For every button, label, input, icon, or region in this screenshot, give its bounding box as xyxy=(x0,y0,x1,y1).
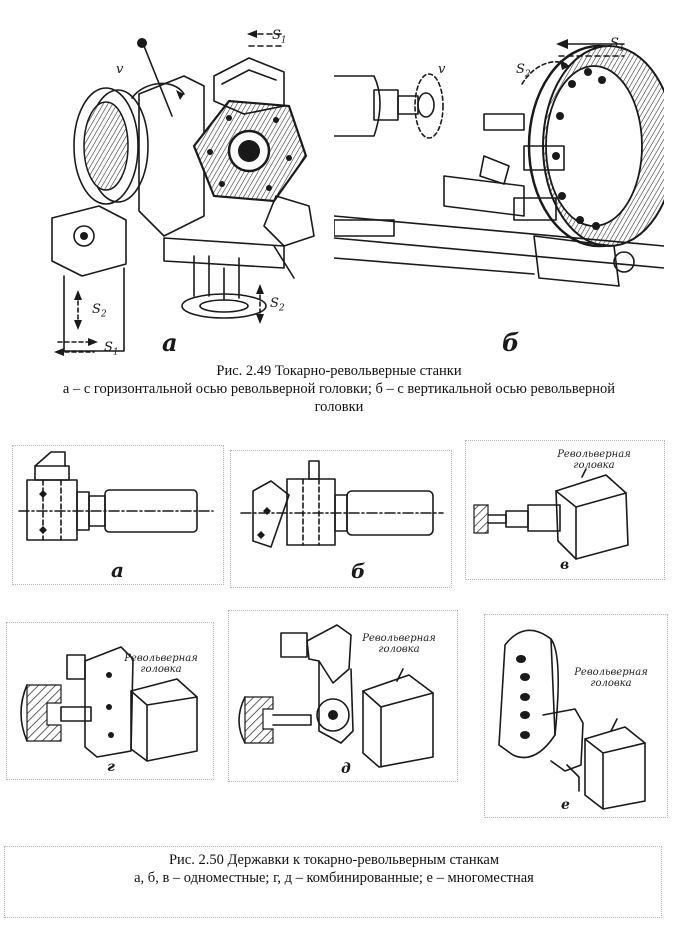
holder-panel-g: Револьверная головка г xyxy=(6,622,214,780)
figure-249-caption: Рис. 2.49 Токарно-револьверные станки а … xyxy=(10,362,668,416)
combined-holder-d-drawing xyxy=(238,624,434,768)
label-s1-right: S1 xyxy=(610,36,625,54)
s1-subscript-right: 1 xyxy=(618,43,625,54)
revolver-head-label-d-line1: Револьверная xyxy=(362,633,436,644)
figure-250-caption-line2: а, б, в – одноместные; г, д – комбиниров… xyxy=(134,870,534,886)
s1-symbol-bottom: S xyxy=(104,340,113,355)
s2-subscript: 2 xyxy=(278,303,285,314)
holder-letter-a: а xyxy=(111,558,124,582)
s1-subscript: 1 xyxy=(280,35,287,46)
s2-subscript-turret: 2 xyxy=(524,69,531,80)
holder-panel-d: Револьверная головка д xyxy=(228,610,458,782)
revolver-head-label-g-line2: головка xyxy=(140,664,182,675)
multi-holder-e-drawing xyxy=(498,629,646,810)
figure-249-caption-line2: а – с горизонтальной осью револьверной г… xyxy=(62,381,616,397)
revolver-head-label-e-line2: головка xyxy=(590,678,632,689)
holder-panel-b: б xyxy=(230,450,452,588)
revolver-head-label-v-line2: головка xyxy=(573,460,615,471)
revolver-head-label-g: Револьверная головка xyxy=(111,653,211,675)
combined-holder-g-drawing xyxy=(20,646,198,762)
holder-panel-v: Револьверная головка в xyxy=(465,440,665,580)
s1-symbol: S xyxy=(272,28,281,43)
label-s2-left: S2 xyxy=(92,302,107,320)
single-holder-a-drawing xyxy=(18,451,214,541)
single-holder-v-drawing xyxy=(473,468,629,560)
figure-2-49: v S1 S2 S2 S1 а xyxy=(44,6,664,358)
holder-letter-b: б xyxy=(351,559,366,583)
holder-letter-v: в xyxy=(560,557,570,573)
label-v-left: v xyxy=(116,62,124,77)
revolver-head-label-v: Револьверная головка xyxy=(544,449,644,471)
figure-249-letter-a: а xyxy=(162,328,178,357)
holder-letter-d: д xyxy=(341,761,351,777)
label-s2-turret: S2 xyxy=(516,62,531,80)
figure-250-caption: Рис. 2.50 Державки к токарно-револьверны… xyxy=(5,851,663,887)
revolver-head-label-e-line1: Револьверная xyxy=(574,667,648,678)
single-holder-b-drawing xyxy=(240,460,444,548)
revolver-head-label-d: Револьверная головка xyxy=(349,633,449,655)
s2-symbol-turret: S xyxy=(516,62,525,77)
revolver-head-label-e: Револьверная головка xyxy=(559,667,663,689)
figure-249-letter-b: б xyxy=(502,328,520,357)
revolver-head-label-v-line1: Револьверная xyxy=(557,449,631,460)
label-v-right: v xyxy=(438,62,446,77)
s1-symbol-right: S xyxy=(610,36,619,51)
figure-249-caption-title: Рис. 2.49 Токарно-револьверные станки xyxy=(216,363,462,379)
label-s2-right: S2 xyxy=(270,296,285,314)
s2-subscript-left: 2 xyxy=(100,309,107,320)
label-s1-top-left: S1 xyxy=(272,28,287,46)
s2-symbol-left: S xyxy=(92,302,101,317)
holder-letter-g: г xyxy=(107,759,115,775)
holder-panel-a: а xyxy=(12,445,224,585)
holder-letter-e: е xyxy=(561,797,570,813)
holder-panel-e: Револьверная головка е xyxy=(484,614,668,818)
figure-250-caption-title: Рис. 2.50 Державки к токарно-револьверны… xyxy=(168,852,500,868)
revolver-head-label-d-line2: головка xyxy=(378,644,420,655)
turret-lathe-horizontal-axis-illustration xyxy=(51,30,315,356)
turret-lathe-vertical-axis-illustration xyxy=(334,39,664,287)
s1-subscript-bottom: 1 xyxy=(112,347,119,358)
s2-symbol: S xyxy=(270,296,279,311)
figure-249-caption-line3: головки xyxy=(314,399,364,415)
figure-250-caption-box: Рис. 2.50 Державки к токарно-револьверны… xyxy=(4,846,662,918)
revolver-head-label-g-line1: Револьверная xyxy=(124,653,198,664)
label-s1-bottom: S1 xyxy=(104,340,119,358)
